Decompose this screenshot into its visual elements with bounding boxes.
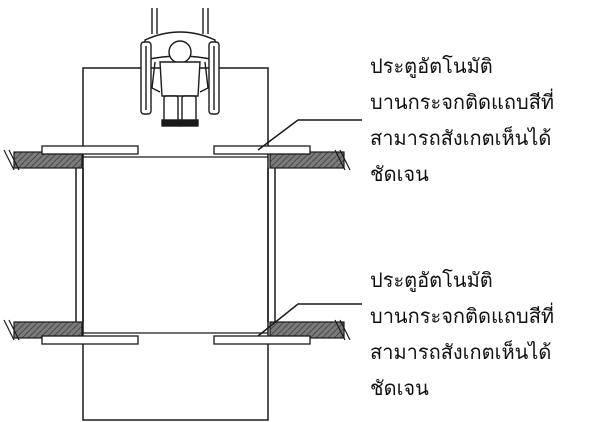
callout-top-line-1: ประตูอัตโนมัติ [370, 54, 493, 78]
top-door-panel-right [213, 145, 311, 155]
top-door-panel-left [41, 145, 139, 155]
callout-top-line-2: บานกระจกติดแถบสีที่ [370, 90, 555, 114]
callout-bottom-line-4: ชัดเจน [370, 376, 429, 400]
callout-bottom-line-3: สามารถสังเกตเห็นได้ [370, 340, 552, 364]
bottom-door-panel-left [41, 335, 139, 345]
bottom-wall [3, 319, 351, 345]
bottom-door-panel-right [213, 335, 311, 345]
callout-top-line-4: ชัดเจน [370, 162, 429, 186]
vestibule-side-walls [75, 168, 276, 322]
callout-label-bottom: ประตูอัตโนมัติ บานกระจกติดแถบสีที่ สามาร… [370, 262, 596, 406]
callout-leader-top [257, 119, 362, 151]
callout-top-line-3: สามารถสังเกตเห็นได้ [370, 126, 552, 150]
top-wall [3, 145, 351, 171]
callout-leader-bottom [257, 303, 362, 337]
callout-bottom-line-2: บานกระจกติดแถบสีที่ [370, 304, 555, 328]
wheelchair-user-icon [140, 8, 220, 127]
callout-label-top: ประตูอัตโนมัติ บานกระจกติดแถบสีที่ สามาร… [370, 48, 596, 192]
callout-bottom-line-1: ประตูอัตโนมัติ [370, 268, 493, 292]
